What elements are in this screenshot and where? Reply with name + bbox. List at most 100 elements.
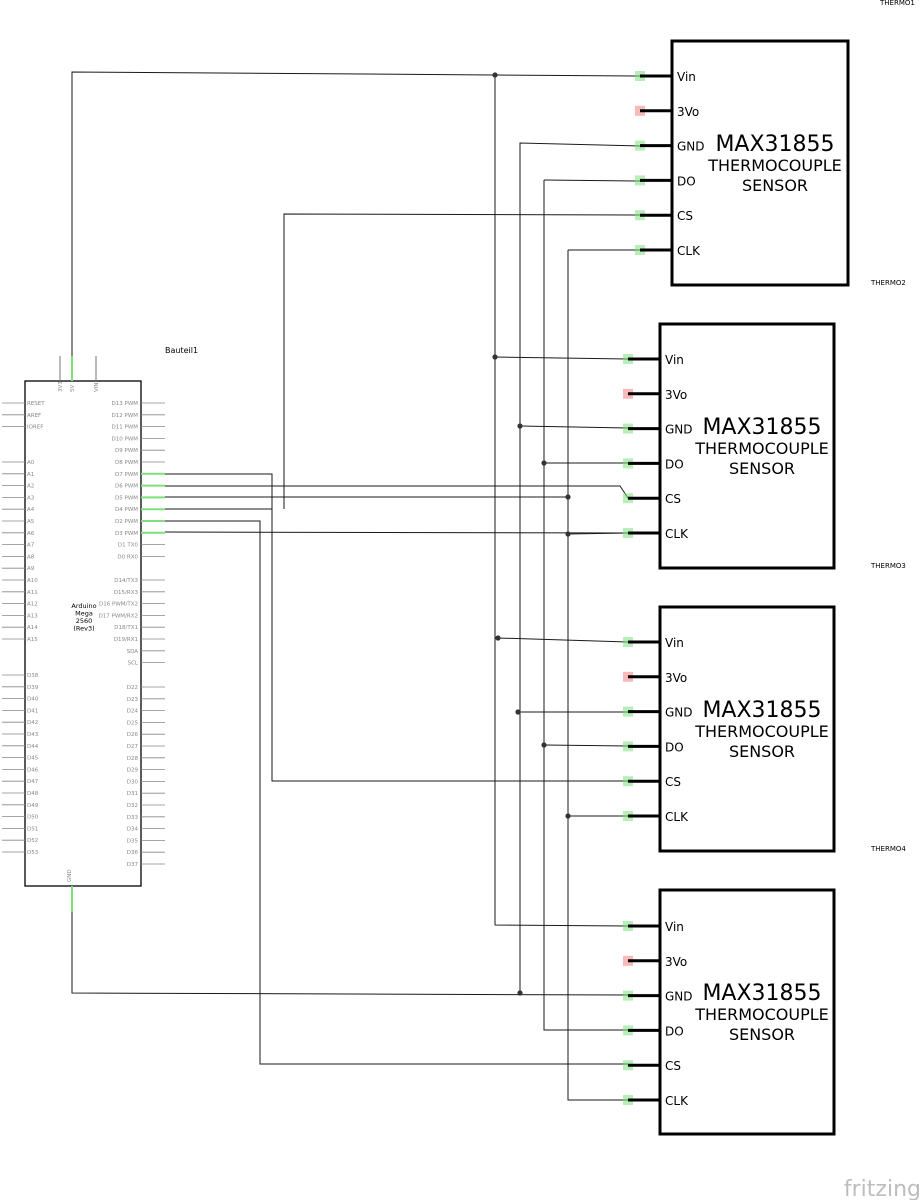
- sensor-tag: THERMO3: [870, 562, 906, 570]
- wire: [567, 250, 628, 1101]
- board-name-line: Arduino: [71, 602, 96, 610]
- pin-vin-label: Vin: [677, 70, 696, 84]
- pin-d1-tx0-label: D1 TX0: [118, 543, 139, 549]
- sensor-subtitle: SENSOR: [729, 459, 795, 478]
- wire: [165, 473, 273, 510]
- pin-a11-label: A11: [27, 590, 38, 596]
- pin-d7-pwm-label: D7 PWM: [115, 472, 138, 478]
- pin-a2-label: A2: [27, 484, 34, 490]
- pin-3vo-label: 3Vo: [665, 388, 687, 402]
- sensor-subtitle: THERMOCOUPLE: [694, 722, 829, 741]
- pin-d52-label: D52: [27, 838, 38, 844]
- pin-3vo-label: 3Vo: [665, 671, 687, 685]
- sensor-tag: THERMO2: [870, 279, 906, 287]
- pin-d15-rx3-label: D15/RX3: [114, 590, 139, 596]
- pin-d32-label: D32: [127, 803, 138, 809]
- sensor-4: THERMO4MAX31855THERMOCOUPLESENSORVin3VoG…: [623, 845, 906, 1136]
- pin-d9-pwm-label: D9 PWM: [115, 448, 138, 454]
- wire: [165, 485, 629, 499]
- pin-a4-label: A4: [27, 507, 35, 513]
- pin-d8-pwm-label: D8 PWM: [115, 460, 138, 466]
- pin-d34-label: D34: [127, 827, 139, 833]
- sensor-tag: THERMO4: [870, 845, 906, 853]
- pin-d5-pwm-label: D5 PWM: [115, 495, 138, 501]
- sensor-2: THERMO2MAX31855THERMOCOUPLESENSORVin3VoG…: [623, 279, 906, 570]
- pin-a8-label: A8: [27, 554, 35, 560]
- pin-d4-pwm-label: D4 PWM: [115, 507, 138, 513]
- pin-d12-pwm-label: D12 PWM: [112, 413, 139, 419]
- pin-d23-label: D23: [127, 697, 139, 703]
- pin-d47-label: D47: [27, 779, 39, 785]
- pin-a1-label: A1: [27, 472, 34, 478]
- pin-gnd-label: GND: [665, 706, 693, 720]
- sensor-body: [658, 605, 836, 853]
- wire-junction: [565, 531, 571, 537]
- pin-clk-label: CLK: [677, 244, 701, 258]
- sensor-subtitle: THERMOCOUPLE: [694, 1005, 829, 1024]
- pin-d3-pwm-label: D3 PWM: [115, 531, 138, 537]
- pin-clk-label: CLK: [665, 810, 689, 824]
- pin-d49-label: D49: [27, 803, 39, 809]
- pin-d17-pwm-rx2-label: D17 PWM/RX2: [99, 613, 138, 619]
- wire-junction: [565, 813, 571, 819]
- sensor-3: THERMO3MAX31855THERMOCOUPLESENSORVin3VoG…: [623, 562, 906, 853]
- wire-junction: [517, 423, 523, 429]
- pin-d16-pwm-tx2-label: D16 PWM/TX2: [99, 602, 138, 608]
- pin-cs-label: CS: [665, 492, 681, 506]
- pin-ioref-label: IOREF: [27, 425, 43, 431]
- sensor-title: MAX31855: [715, 132, 834, 157]
- pin-gnd-label: GND: [67, 869, 73, 882]
- pin-d19-rx1-label: D19/RX1: [114, 637, 138, 643]
- pin-clk-label: CLK: [665, 527, 689, 541]
- pin-do-label: DO: [665, 1024, 684, 1038]
- pin-d44-label: D44: [27, 744, 39, 750]
- arduino-instance-label: Bauteil1: [165, 346, 198, 355]
- pin-d41-label: D41: [27, 708, 38, 714]
- sensor-subtitle: THERMOCOUPLE: [694, 439, 829, 458]
- wire: [165, 520, 628, 1065]
- pin-3v3-label: 3V3: [58, 381, 64, 392]
- pin-d38-label: D38: [27, 673, 39, 679]
- pin-d39-label: D39: [27, 685, 39, 691]
- pin-d25-label: D25: [127, 720, 139, 726]
- pin-d22-label: D22: [127, 685, 138, 691]
- pin-d51-label: D51: [27, 826, 38, 832]
- pin-d0-rx0-label: D0 RX0: [117, 554, 138, 560]
- pin-a13-label: A13: [27, 613, 38, 619]
- pin-d43-label: D43: [27, 732, 39, 738]
- pin-3vo-label: 3Vo: [677, 105, 699, 119]
- pin-a9-label: A9: [27, 566, 35, 572]
- pin-cs-label: CS: [665, 1059, 681, 1073]
- sensor-body: [658, 888, 836, 1136]
- sensor-title: MAX31855: [702, 415, 821, 440]
- wire-junction: [492, 72, 498, 78]
- wires-layer: [71, 71, 641, 1101]
- pin-a7-label: A7: [27, 543, 35, 549]
- pin-d30-label: D30: [127, 779, 139, 785]
- pin-gnd-label: GND: [665, 423, 693, 437]
- pin-gnd-label: GND: [677, 140, 705, 154]
- wire: [494, 356, 629, 360]
- pin-d11-pwm-label: D11 PWM: [112, 425, 139, 431]
- pin-d28-label: D28: [127, 756, 139, 762]
- pin-d10-pwm-label: D10 PWM: [112, 436, 139, 442]
- wire: [543, 180, 628, 1031]
- pin-cs-label: CS: [665, 775, 681, 789]
- pin-d31-label: D31: [127, 791, 138, 797]
- pin-d40-label: D40: [27, 697, 39, 703]
- wire-junction: [515, 709, 521, 715]
- sensors-layer: THERMO1MAX31855THERMOCOUPLESENSORVin3VoG…: [623, 0, 915, 1136]
- sensor-subtitle: SENSOR: [729, 742, 795, 761]
- pin-do-label: DO: [677, 174, 696, 188]
- wire: [71, 912, 629, 996]
- pin-d48-label: D48: [27, 791, 39, 797]
- pin-a14-label: A14: [27, 625, 38, 631]
- sensor-subtitle: SENSOR: [729, 1025, 795, 1044]
- pin-a6-label: A6: [27, 531, 35, 537]
- pin-gnd-label: GND: [665, 990, 693, 1004]
- wire-junction: [541, 460, 547, 466]
- wire-junction: [492, 354, 498, 360]
- pin-d29-label: D29: [127, 768, 139, 774]
- arduino-body: [24, 380, 142, 887]
